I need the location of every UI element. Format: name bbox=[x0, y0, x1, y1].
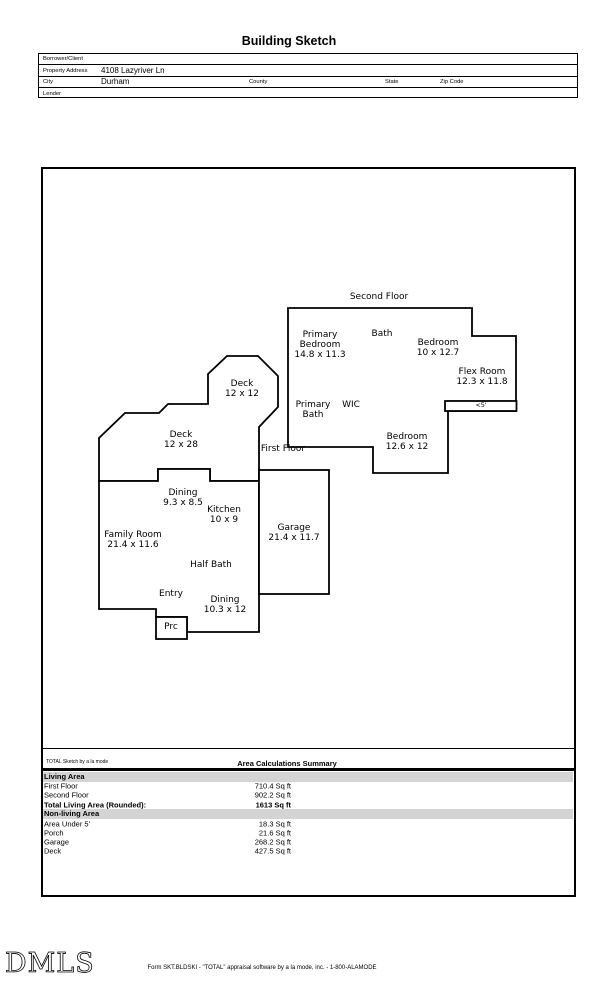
summary-row-value: 1613 Sq ft bbox=[255, 800, 291, 810]
summary-row-label: First Floor bbox=[44, 781, 78, 791]
summary-row-value: 710.4 Sq ft bbox=[254, 781, 291, 791]
room-label: First Floor bbox=[260, 444, 306, 454]
room-label: <5' bbox=[475, 401, 487, 409]
summary-row-value: 21.6 Sq ft bbox=[258, 828, 291, 838]
summary-header-divider bbox=[41, 768, 576, 771]
summary-row: Total Living Area (Rounded): 1613 Sq ft bbox=[43, 800, 573, 809]
property-address-value: 4108 Lazyriver Ln bbox=[101, 66, 165, 75]
dmls-logo-text: DMLS bbox=[5, 948, 95, 979]
summary-row-value: 427.5 Sq ft bbox=[254, 846, 291, 856]
form-row-lender: Lender bbox=[39, 88, 577, 99]
borrower-label: Borrower/Client bbox=[43, 56, 83, 62]
zip-code-label: Zip Code bbox=[440, 79, 464, 85]
county-label: County bbox=[249, 79, 268, 85]
sketch-border-box bbox=[41, 167, 576, 897]
porch-outline bbox=[155, 616, 188, 640]
summary-row: Porch 21.6 Sq ft bbox=[43, 828, 573, 837]
garage-outline bbox=[258, 469, 330, 595]
city-label: City bbox=[43, 79, 53, 85]
area-calculations-title: Area Calculations Summary bbox=[237, 759, 337, 768]
summary-row-label: Area Under 5' bbox=[44, 819, 91, 829]
property-address-label: Property Address bbox=[43, 67, 88, 74]
under-5ft-strip-outline bbox=[444, 400, 518, 412]
form-row-borrower: Borrower/Client bbox=[39, 54, 577, 65]
room-label: Entry bbox=[159, 589, 183, 599]
summary-row-value: 902.2 Sq ft bbox=[254, 790, 291, 800]
page-title: Building Sketch bbox=[241, 34, 337, 48]
summary-row-label: Total Living Area (Rounded): bbox=[44, 800, 147, 810]
property-info-form: Borrower/Client Property Address 4108 La… bbox=[38, 53, 578, 98]
summary-section-header: Non-living Area bbox=[43, 809, 573, 819]
summary-section-header: Living Area bbox=[43, 772, 573, 782]
form-row-city: City Durham County State Zip Code bbox=[39, 77, 577, 88]
room-label: WIC bbox=[342, 400, 360, 410]
room-label: Prc bbox=[164, 622, 178, 632]
summary-row: Second Floor 902.2 Sq ft bbox=[43, 791, 573, 800]
summary-row: Garage 268.2 Sq ft bbox=[43, 837, 573, 847]
summary-top-divider bbox=[41, 748, 576, 749]
summary-row: Area Under 5' 18.3 Sq ft bbox=[43, 819, 573, 828]
summary-row: Deck 427.5 Sq ft bbox=[43, 847, 573, 856]
form-row-property-address: Property Address 4108 Lazyriver Ln bbox=[39, 65, 577, 77]
summary-row-label: Garage bbox=[44, 837, 70, 847]
deck-outline bbox=[98, 355, 279, 482]
sketch-software-brand: TOTAL Sketch by a la mode bbox=[46, 759, 109, 765]
summary-row-value: 268.2 Sq ft bbox=[254, 837, 291, 847]
summary-row-label: Porch bbox=[44, 828, 64, 838]
dmls-logo: DMLS bbox=[3, 947, 103, 984]
first-floor-outline bbox=[98, 468, 260, 633]
room-label: Bath bbox=[371, 329, 393, 339]
state-label: State bbox=[385, 79, 399, 85]
room-label: Second Floor bbox=[349, 292, 409, 302]
summary-row-label: Deck bbox=[44, 846, 62, 856]
city-value: Durham bbox=[101, 77, 130, 86]
summary-row: First Floor 710.4 Sq ft bbox=[43, 782, 573, 791]
summary-row-value: 18.3 Sq ft bbox=[258, 819, 291, 829]
summary-row-label: Second Floor bbox=[44, 790, 89, 800]
footer-form-text: Form SKT.BLDSKI - "TOTAL" appraisal soft… bbox=[147, 965, 377, 971]
lender-label: Lender bbox=[43, 90, 62, 97]
room-label: Half Bath bbox=[190, 560, 232, 570]
